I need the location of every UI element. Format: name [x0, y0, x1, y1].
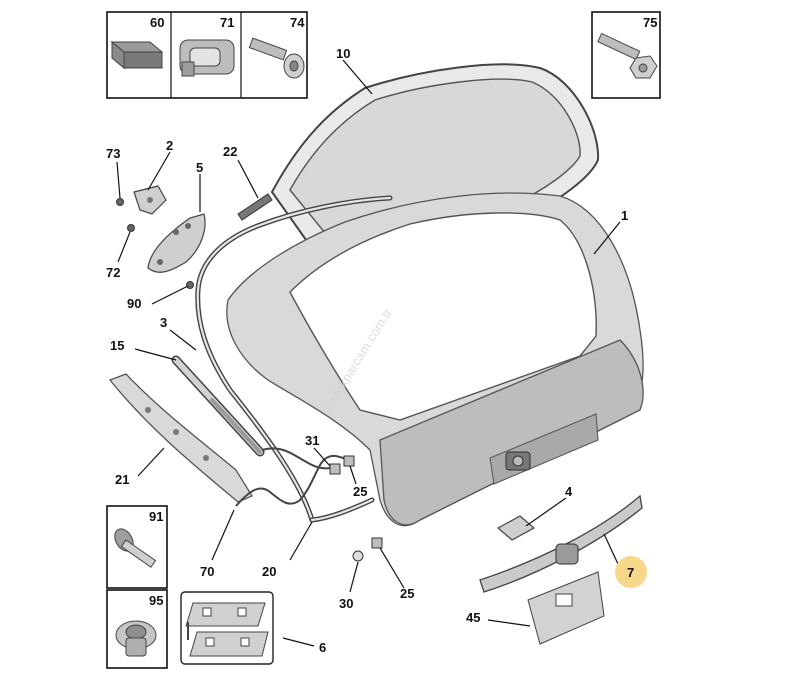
callout-7: 7 — [627, 565, 634, 580]
trim-strip-part — [237, 193, 273, 221]
hinge-part — [133, 185, 167, 215]
side-trim-panel-part — [108, 373, 253, 503]
highlight-marker — [615, 556, 647, 588]
switch-part — [496, 515, 536, 541]
tailgate-handle-part — [479, 494, 643, 593]
callout-4: 4 — [565, 484, 573, 499]
fastener-parts — [329, 455, 383, 562]
inset-label-74: 74 — [290, 15, 305, 30]
foam-block-icon — [110, 40, 164, 70]
inset-group-bottom-left: 91 95 — [106, 505, 168, 669]
callout-1: 1 — [621, 208, 628, 223]
screw-icon — [248, 37, 305, 79]
license-plate-bracket-part — [527, 571, 605, 645]
weatherstrip-seal-part — [195, 195, 393, 523]
tailgate-panel-part — [226, 192, 644, 527]
inset-group-top-right: 75 — [591, 11, 661, 99]
callout-6: 6 — [319, 640, 326, 655]
inset-label-91: 91 — [149, 509, 163, 524]
inset-label-71: 71 — [220, 15, 234, 30]
callout-30: 30 — [339, 596, 353, 611]
leader-lines — [116, 59, 621, 647]
grommet-icon — [115, 620, 157, 657]
inset-label-60: 60 — [150, 15, 164, 30]
hose-part — [235, 447, 353, 507]
inset-group-top-left: 60 71 74 — [106, 11, 308, 99]
screw-small-icon — [116, 198, 194, 289]
callout-72: 72 — [106, 265, 120, 280]
inset-frame — [106, 505, 168, 589]
callout-3: 3 — [160, 315, 167, 330]
callout-22: 22 — [223, 144, 237, 159]
bolt-icon — [597, 32, 658, 79]
callout-90: 90 — [127, 296, 141, 311]
inset-label-95: 95 — [149, 593, 163, 608]
callout-5: 5 — [196, 160, 203, 175]
callout-25-upper: 25 — [353, 484, 367, 499]
callout-10: 10 — [336, 46, 350, 61]
gas-strut-part — [171, 355, 265, 457]
callout-21: 21 — [115, 472, 129, 487]
callout-15: 15 — [110, 338, 124, 353]
callout-2: 2 — [166, 138, 173, 153]
callout-20: 20 — [262, 564, 276, 579]
clip-icon — [179, 39, 235, 77]
push-pin-icon — [114, 528, 157, 568]
callout-70: 70 — [200, 564, 214, 579]
callout-45: 45 — [466, 610, 480, 625]
callout-25-lower: 25 — [400, 586, 414, 601]
callout-73: 73 — [106, 146, 120, 161]
callout-31: 31 — [305, 433, 319, 448]
label-sheet-part — [180, 591, 274, 665]
inset-label-75: 75 — [643, 15, 657, 30]
callout-labels: 10 1 2 73 72 5 22 90 3 15 21 31 25 70 20… — [106, 46, 647, 655]
emblem-icon — [505, 451, 531, 471]
bracket-part — [147, 213, 206, 273]
